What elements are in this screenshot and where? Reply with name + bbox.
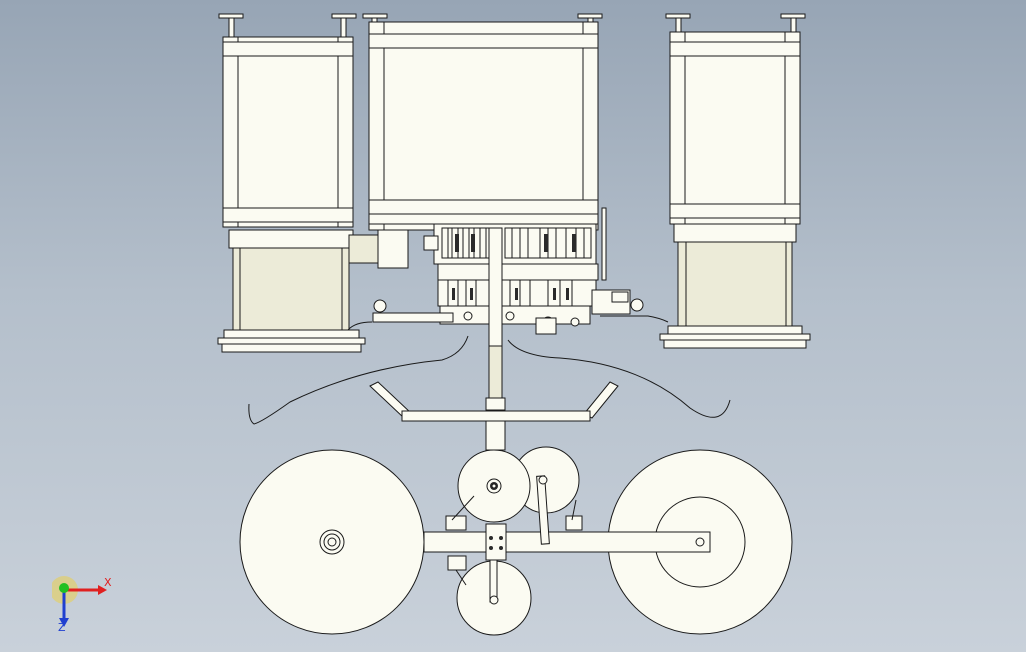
left-drum	[217, 225, 409, 353]
right-drum	[659, 223, 811, 349]
gear-stack-left	[441, 227, 495, 259]
right-leveling-feet	[665, 13, 806, 39]
left-leveling-feet	[218, 13, 357, 39]
x-axis-label: X	[104, 576, 112, 589]
lower-arm-assembly	[239, 446, 793, 636]
z-axis-label: Z	[58, 621, 66, 634]
y-axis-dot	[59, 583, 69, 593]
cables	[248, 335, 731, 425]
gear-stack-right	[504, 227, 592, 259]
z-axis-arrowhead	[59, 618, 69, 627]
left-frame	[222, 36, 354, 228]
x-axis-arrowhead	[98, 585, 107, 595]
center-mechanism	[347, 207, 669, 335]
coordinate-triad: X Z	[50, 574, 122, 636]
center-frame	[368, 21, 599, 231]
guide-bracket	[369, 381, 619, 422]
right-frame	[669, 31, 801, 225]
